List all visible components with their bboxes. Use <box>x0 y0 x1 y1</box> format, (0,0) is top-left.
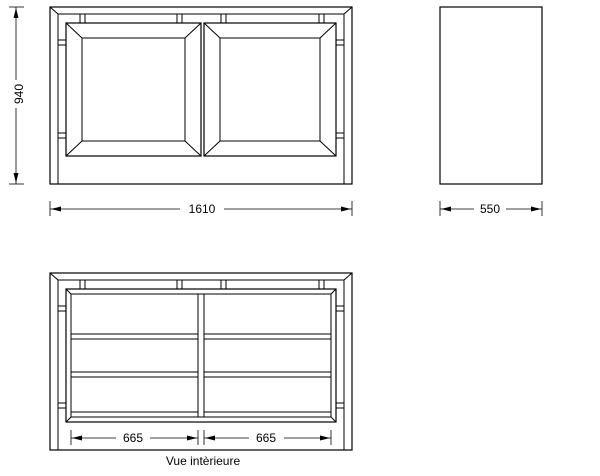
interior-outer-frame <box>49 272 353 451</box>
height-label: 940 <box>12 84 26 104</box>
shelf <box>203 333 332 340</box>
front-top-spacer <box>79 13 86 24</box>
dimension-height: 940 <box>9 6 26 185</box>
front-top-spacer <box>220 13 227 24</box>
front-outer-frame <box>49 6 353 185</box>
front-top-spacer <box>318 13 325 24</box>
front-top-spacer <box>176 13 183 24</box>
dimension-interior-right: 665 <box>203 430 332 445</box>
arrow-down <box>13 173 19 183</box>
shelf <box>70 333 199 340</box>
interior-divider <box>197 293 205 418</box>
arrow-up <box>13 8 19 18</box>
shelf <box>203 371 332 378</box>
width-label: 1610 <box>189 202 216 216</box>
interior-right-label: 665 <box>256 431 276 445</box>
depth-label: 550 <box>480 202 500 216</box>
dimension-depth: 550 <box>439 201 543 216</box>
interior-left-label: 665 <box>123 431 143 445</box>
front-right-door <box>203 22 337 157</box>
shelf <box>70 371 199 378</box>
dimension-interior-left: 665 <box>70 430 199 445</box>
side-outline <box>439 6 543 185</box>
interior-caption: Vue intèrieure <box>166 454 241 468</box>
dimension-width: 1610 <box>49 201 353 216</box>
shelf <box>203 411 332 418</box>
front-left-door <box>65 22 202 157</box>
shelf <box>70 411 199 418</box>
front-view <box>49 6 353 185</box>
interior-carcass <box>65 288 337 423</box>
interior-view <box>49 272 353 451</box>
side-view <box>439 6 543 185</box>
